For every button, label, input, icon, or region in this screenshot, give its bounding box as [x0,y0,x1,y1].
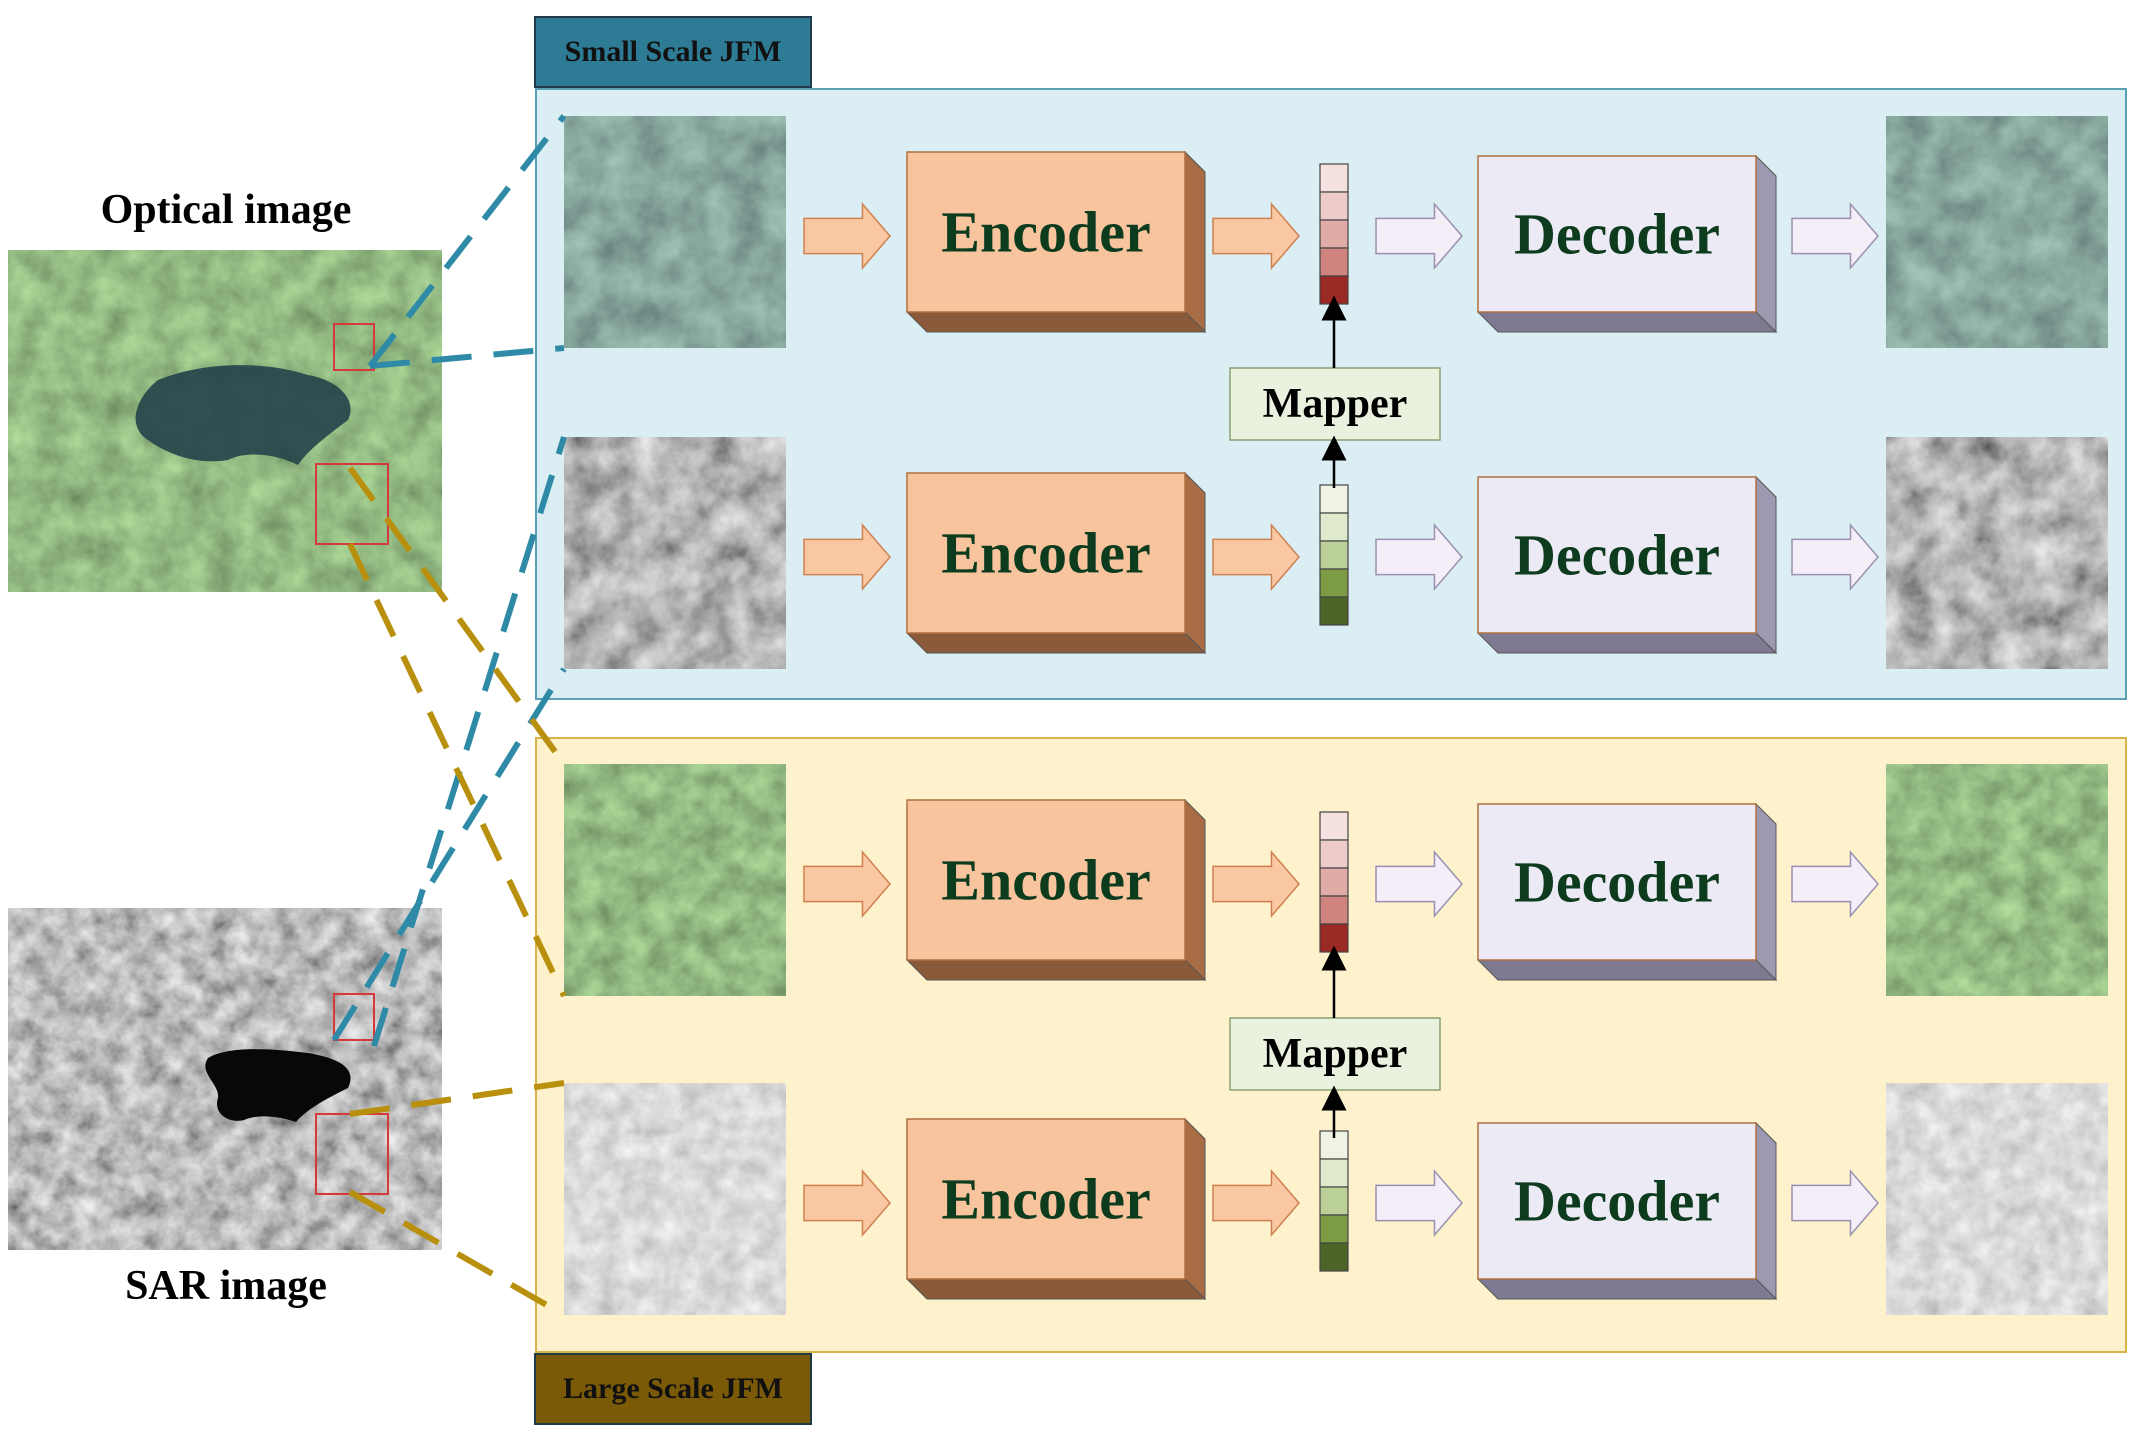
large-optical-feature-cell-3 [1319,867,1349,897]
large-sar-feature-cell-3 [1319,1186,1349,1216]
small-optical-feature-cell-1 [1319,163,1349,193]
large-optical-arrow-2 [1212,849,1300,919]
large-optical-feature-cell-4 [1319,895,1349,925]
link-large-sar-bottom [348,1189,566,1318]
small-optical-decoder-side [1755,154,1777,334]
link-small-optical-bottom [369,345,565,369]
large-sar-decoder-side [1755,1121,1777,1301]
large-optical-decoder-side [1755,802,1777,982]
small-scale-tag: Small Scale JFM [534,16,812,88]
small-sar-feature-cell-5 [1319,596,1349,626]
large-optical-feature-cell-1 [1319,811,1349,841]
small-optical-arrow-4 [1791,201,1879,271]
large-optical-arrow-3 [1375,849,1463,919]
sar-reservoir [205,1049,351,1122]
small-optical-feature-cell-4 [1319,247,1349,277]
small-optical-arrow-3 [1375,201,1463,271]
large-sar-feature-cell-2 [1319,1158,1349,1188]
large-optical-encoder [906,799,1186,961]
large-optical-encoder-side [1184,798,1206,982]
large-optical-decoder-bottom [1476,959,1778,981]
large-optical-encoder-bottom [905,959,1207,981]
large-optical-encoder-label: Encoder [941,848,1150,913]
large-sar-decoder-label: Decoder [1514,1169,1720,1234]
small-sar-feature-cell-3 [1319,540,1349,570]
small-sar-arrow-1 [803,522,891,592]
small-sar-encoder-label: Encoder [941,521,1150,586]
large-mapper-label: Mapper [1263,1031,1408,1077]
large-sar-arrow-1 [803,1168,891,1238]
large-optical-decoder-label: Decoder [1514,850,1720,915]
small-optical-decoder [1477,155,1757,313]
large-sar-encoder-label: Encoder [941,1167,1150,1232]
small-optical-decoder-bottom [1476,311,1778,333]
large-sar-arrow-4 [1791,1168,1879,1238]
link-large-optical-bottom [347,542,567,998]
small-optical-feature-cell-5 [1319,275,1349,305]
small-optical-encoder-label: Encoder [941,200,1150,265]
large-sar-arrow-2 [1212,1168,1300,1238]
link-small-sar-bottom [331,667,567,1042]
large-sar-encoder-bottom [905,1278,1207,1300]
large-optical-input-patch [564,764,786,996]
small-sar-output-patch [1886,437,2108,669]
small-optical-arrow-1 [803,201,891,271]
small-optical-decoder-label: Decoder [1514,202,1720,267]
link-large-sar-top [349,1080,565,1117]
small-sar-decoder-side [1755,475,1777,655]
small-sar-feature-cell-2 [1319,512,1349,542]
optical-image-label: Optical image [100,187,352,233]
link-small-sar-top [371,436,567,1047]
large-sar-feature-cell-5 [1319,1242,1349,1272]
optical-roi-small [333,323,375,371]
large-sar-encoder [906,1118,1186,1280]
small-optical-feature-cell-3 [1319,219,1349,249]
small-sar-encoder-side [1184,471,1206,655]
small-optical-feature-cell-2 [1319,191,1349,221]
large-sar-arrow-3 [1375,1168,1463,1238]
large-sar-encoder-side [1184,1117,1206,1301]
small-sar-feature-cell-4 [1319,568,1349,598]
small-sar-encoder-bottom [905,632,1207,654]
small-sar-feature-cell-1 [1319,484,1349,514]
sar-image [8,908,442,1250]
small-sar-arrow-3 [1375,522,1463,592]
small-optical-output-patch [1886,116,2108,348]
small-optical-arrow-2 [1212,201,1300,271]
large-sar-feature-cell-4 [1319,1214,1349,1244]
optical-reservoir [135,365,351,465]
large-optical-feature-cell-2 [1319,839,1349,869]
small-optical-input-patch [564,116,786,348]
small-sar-decoder-label: Decoder [1514,523,1720,588]
large-optical-decoder [1477,803,1757,961]
small-sar-decoder-bottom [1476,632,1778,654]
small-sar-arrow-2 [1212,522,1300,592]
small-mapper-label: Mapper [1263,381,1408,427]
sar-image-label: SAR image [125,1263,327,1309]
large-optical-arrow-4 [1791,849,1879,919]
large-sar-input-patch [564,1083,786,1315]
large-optical-feature-cell-5 [1319,923,1349,953]
small-sar-arrow-4 [1791,522,1879,592]
large-optical-output-patch [1886,764,2108,996]
large-sar-decoder [1477,1122,1757,1280]
small-optical-encoder [906,151,1186,313]
large-optical-arrow-1 [803,849,891,919]
small-mapper [1229,367,1441,441]
sar-roi-small [333,993,375,1041]
large-scale-tag: Large Scale JFM [534,1353,812,1425]
small-sar-decoder [1477,476,1757,634]
large-sar-output-patch [1886,1083,2108,1315]
optical-image [8,250,442,592]
small-optical-encoder-bottom [905,311,1207,333]
link-small-optical-top [367,114,567,368]
small-optical-encoder-side [1184,150,1206,334]
small-sar-encoder [906,472,1186,634]
small-sar-input-patch [564,437,786,669]
large-sar-decoder-bottom [1476,1278,1778,1300]
